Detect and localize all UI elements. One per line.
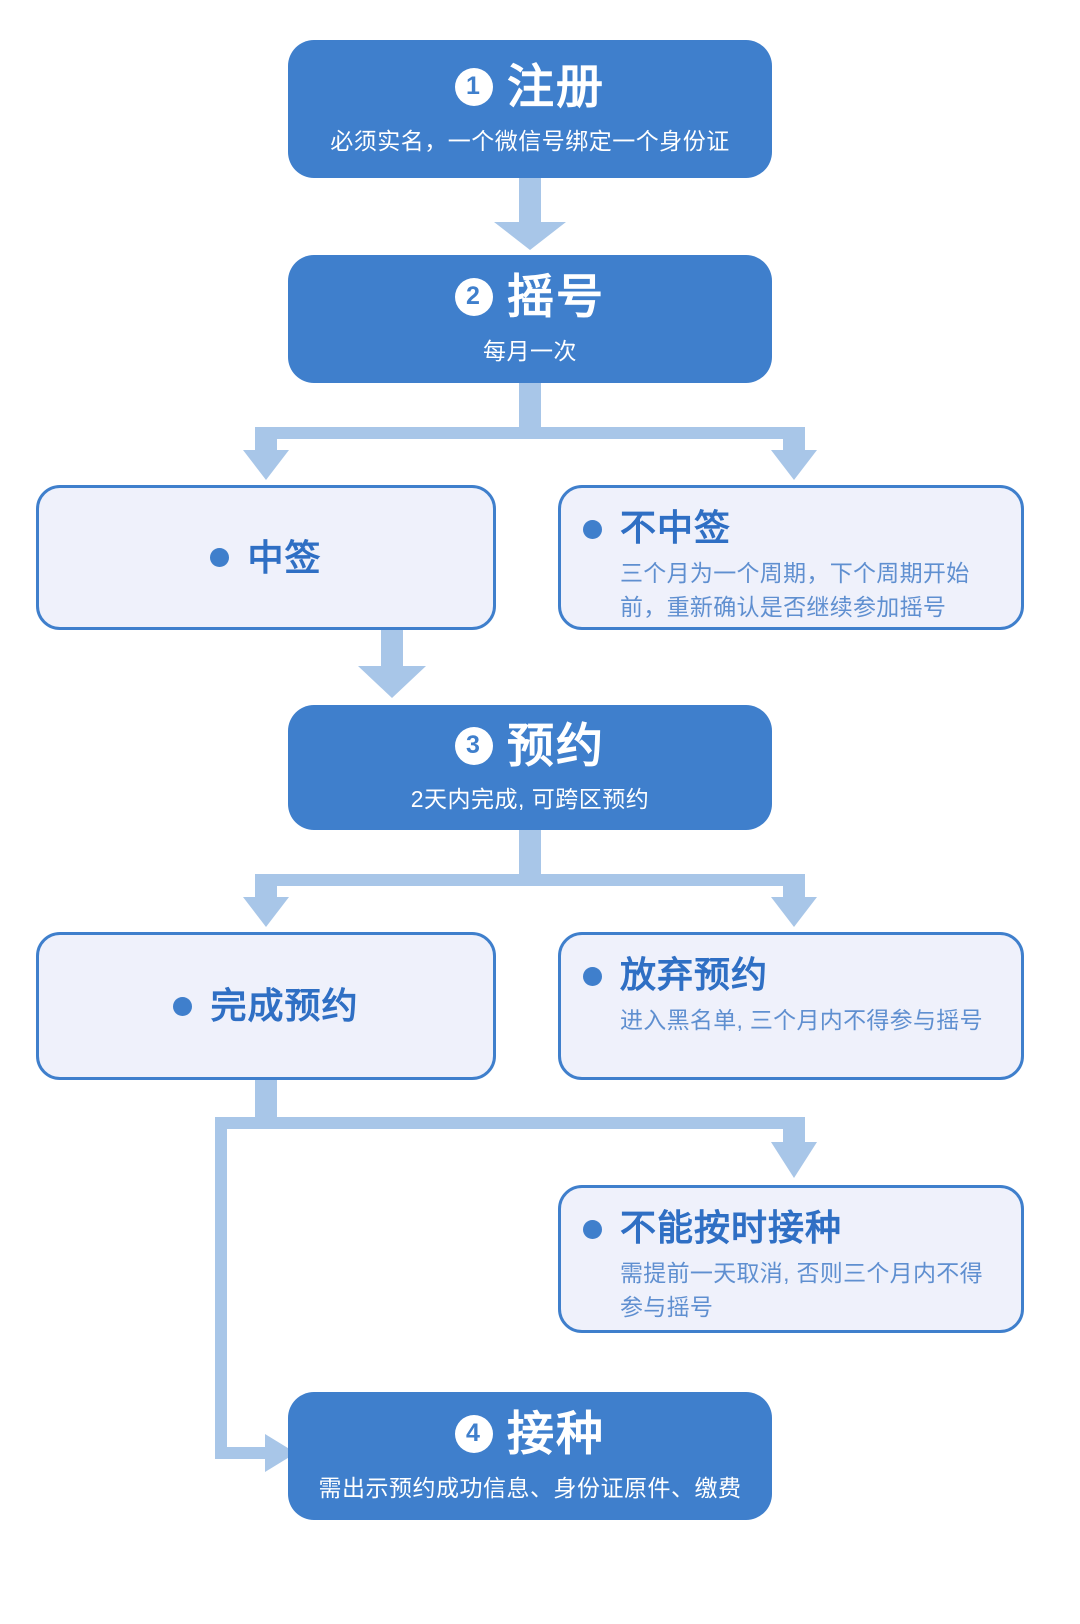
branch-title-won: 中签 [247,536,322,578]
branch-title-lost: 不中签 [620,507,732,548]
connector-won-to-appointment [358,630,426,698]
step-label-lottery: 摇号 [507,270,605,324]
step-title-lottery: 2 摇号 [455,270,605,324]
bullet-icon [583,520,602,539]
step-box-appointment[interactable]: 3 预约 2天内完成, 可跨区预约 [288,705,772,830]
step-label-register: 注册 [507,60,605,114]
branch-title-missed-appointment: 不能按时接种 [620,1207,843,1248]
step-number-badge-1: 1 [455,68,493,106]
step-title-appointment: 3 预约 [455,718,605,772]
branch-box-lost[interactable]: 不中签 三个月为一个周期，下个周期开始前，重新确认是否继续参加摇号 [558,485,1024,630]
branch-box-appointment-giveup[interactable]: 放弃预约 进入黑名单, 三个月内不得参与摇号 [558,932,1024,1080]
step-box-vaccinate[interactable]: 4 接种 需出示预约成功信息、身份证原件、缴费 [288,1392,772,1520]
branch-box-missed-appointment[interactable]: 不能按时接种 需提前一天取消, 否则三个月内不得参与摇号 [558,1185,1024,1333]
step-title-vaccinate: 4 接种 [455,1407,605,1461]
branch-title-appointment-giveup: 放弃预约 [620,954,769,995]
step-box-register[interactable]: 1 注册 必须实名，一个微信号绑定一个身份证 [288,40,772,178]
step-box-lottery[interactable]: 2 摇号 每月一次 [288,255,772,383]
step-number-badge-2: 2 [455,278,493,316]
bullet-icon [173,996,193,1016]
branch-subtitle-lost: 三个月为一个周期，下个周期开始前，重新确认是否继续参加摇号 [620,559,970,621]
step-label-appointment: 预约 [507,718,605,772]
step-number-badge-4: 4 [455,1415,493,1453]
branch-box-appointment-done[interactable]: 完成预约 [36,932,496,1080]
step-title-register: 1 注册 [455,60,605,114]
connector-lottery-split [243,383,817,480]
bullet-icon [583,1220,602,1239]
connector-appointment-split [243,830,817,927]
branch-subtitle-appointment-giveup: 进入黑名单, 三个月内不得参与摇号 [620,1006,983,1033]
connector-done-split [215,1080,817,1472]
step-label-vaccinate: 接种 [507,1407,605,1461]
branch-box-won[interactable]: 中签 [36,485,496,630]
step-subtitle-register: 必须实名，一个微信号绑定一个身份证 [330,127,730,154]
step-subtitle-appointment: 2天内完成, 可跨区预约 [410,786,650,813]
branch-subtitle-missed-appointment: 需提前一天取消, 否则三个月内不得参与摇号 [620,1259,983,1321]
step-number-badge-3: 3 [455,726,493,765]
branch-title-appointment-done: 完成预约 [210,985,359,1027]
bullet-icon [583,967,602,986]
connector-register-to-lottery [494,178,566,250]
step-subtitle-lottery: 每月一次 [483,337,577,364]
bullet-icon [210,548,230,567]
step-subtitle-vaccinate: 需出示预约成功信息、身份证原件、缴费 [318,1474,742,1501]
